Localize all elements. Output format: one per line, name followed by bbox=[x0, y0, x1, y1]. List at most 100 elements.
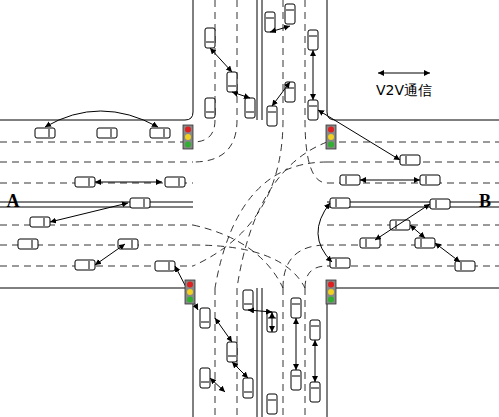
car-window bbox=[164, 129, 165, 137]
car bbox=[205, 98, 215, 118]
car-window bbox=[426, 176, 427, 184]
car bbox=[285, 4, 295, 24]
car bbox=[308, 30, 318, 50]
car bbox=[118, 239, 138, 249]
signal-lamp bbox=[185, 134, 191, 140]
car-window bbox=[179, 178, 180, 186]
v2v-link bbox=[210, 48, 232, 72]
car-window bbox=[268, 400, 276, 401]
v2v-link bbox=[210, 378, 225, 392]
car-window bbox=[436, 200, 437, 208]
v2v-link bbox=[435, 243, 460, 262]
v2v-link bbox=[270, 26, 290, 32]
v2v-link bbox=[375, 204, 430, 240]
signal-lamp bbox=[328, 127, 334, 133]
car bbox=[205, 28, 215, 48]
signal-lamp bbox=[328, 134, 334, 140]
signal-lamp bbox=[187, 289, 193, 295]
car bbox=[267, 394, 277, 414]
car-window bbox=[169, 262, 170, 270]
signal-lamp bbox=[328, 142, 334, 148]
car-window bbox=[244, 304, 252, 305]
car-window bbox=[292, 304, 300, 305]
v2v-link bbox=[248, 310, 272, 312]
car-window bbox=[144, 199, 145, 207]
car bbox=[291, 298, 301, 318]
car bbox=[308, 100, 318, 120]
car-window bbox=[396, 221, 397, 229]
v2v-link bbox=[318, 110, 400, 160]
legend-text: V2V通信 bbox=[376, 82, 432, 100]
car bbox=[310, 320, 320, 340]
car-window bbox=[201, 382, 209, 383]
car bbox=[420, 175, 440, 185]
signal-lamp bbox=[187, 297, 193, 303]
car-window bbox=[406, 156, 407, 164]
car-window bbox=[311, 326, 319, 327]
car-window bbox=[201, 322, 209, 323]
car bbox=[150, 128, 170, 138]
car-window bbox=[268, 112, 276, 113]
car bbox=[415, 238, 435, 248]
signal-lamp bbox=[328, 297, 334, 303]
signal-lamp bbox=[328, 282, 334, 288]
car bbox=[243, 378, 253, 398]
car bbox=[245, 98, 255, 118]
car bbox=[200, 308, 210, 328]
car bbox=[265, 12, 275, 32]
car bbox=[340, 175, 360, 185]
car-window bbox=[44, 218, 45, 226]
car-window bbox=[266, 18, 274, 19]
car bbox=[18, 239, 38, 249]
car-window bbox=[311, 388, 319, 389]
car-window bbox=[32, 240, 33, 248]
car bbox=[165, 177, 185, 187]
car bbox=[75, 260, 95, 270]
car bbox=[155, 261, 175, 271]
traffic-light bbox=[326, 280, 336, 304]
car bbox=[400, 155, 420, 165]
signal-lamp bbox=[185, 142, 191, 148]
car bbox=[227, 72, 237, 92]
v2v-link bbox=[95, 244, 125, 265]
v2v-link bbox=[45, 111, 158, 127]
car-window bbox=[336, 259, 337, 267]
car bbox=[330, 258, 350, 268]
car-window bbox=[111, 129, 112, 137]
v2v-link bbox=[232, 362, 248, 378]
car bbox=[285, 82, 295, 102]
car-window bbox=[246, 112, 254, 113]
signal-lamp bbox=[185, 127, 191, 133]
car-window bbox=[461, 262, 462, 270]
endpoint-label: A bbox=[7, 191, 20, 212]
traffic-light bbox=[185, 280, 195, 304]
car bbox=[267, 106, 277, 126]
car-window bbox=[206, 112, 214, 113]
v2v-link bbox=[318, 203, 332, 262]
v2v-link bbox=[272, 312, 273, 332]
v2v-link bbox=[50, 203, 128, 222]
car-window bbox=[89, 178, 90, 186]
v2v-link bbox=[315, 340, 316, 382]
v2v-link bbox=[360, 180, 420, 181]
car bbox=[267, 312, 277, 332]
v2v-link bbox=[313, 50, 314, 100]
car-window bbox=[89, 261, 90, 269]
signal-lamp bbox=[328, 289, 334, 295]
car bbox=[360, 238, 380, 248]
car-window bbox=[286, 88, 294, 89]
traffic-light bbox=[183, 125, 193, 149]
car bbox=[75, 177, 95, 187]
v2v-link bbox=[232, 92, 250, 98]
endpoint-label: B bbox=[479, 191, 491, 212]
v2v-link bbox=[272, 82, 290, 106]
v2v-link bbox=[175, 266, 198, 310]
traffic-light bbox=[326, 125, 336, 149]
car-window bbox=[228, 356, 236, 357]
car-window bbox=[292, 376, 300, 377]
v2v-link bbox=[296, 318, 297, 370]
car bbox=[97, 128, 117, 138]
car bbox=[291, 370, 301, 390]
